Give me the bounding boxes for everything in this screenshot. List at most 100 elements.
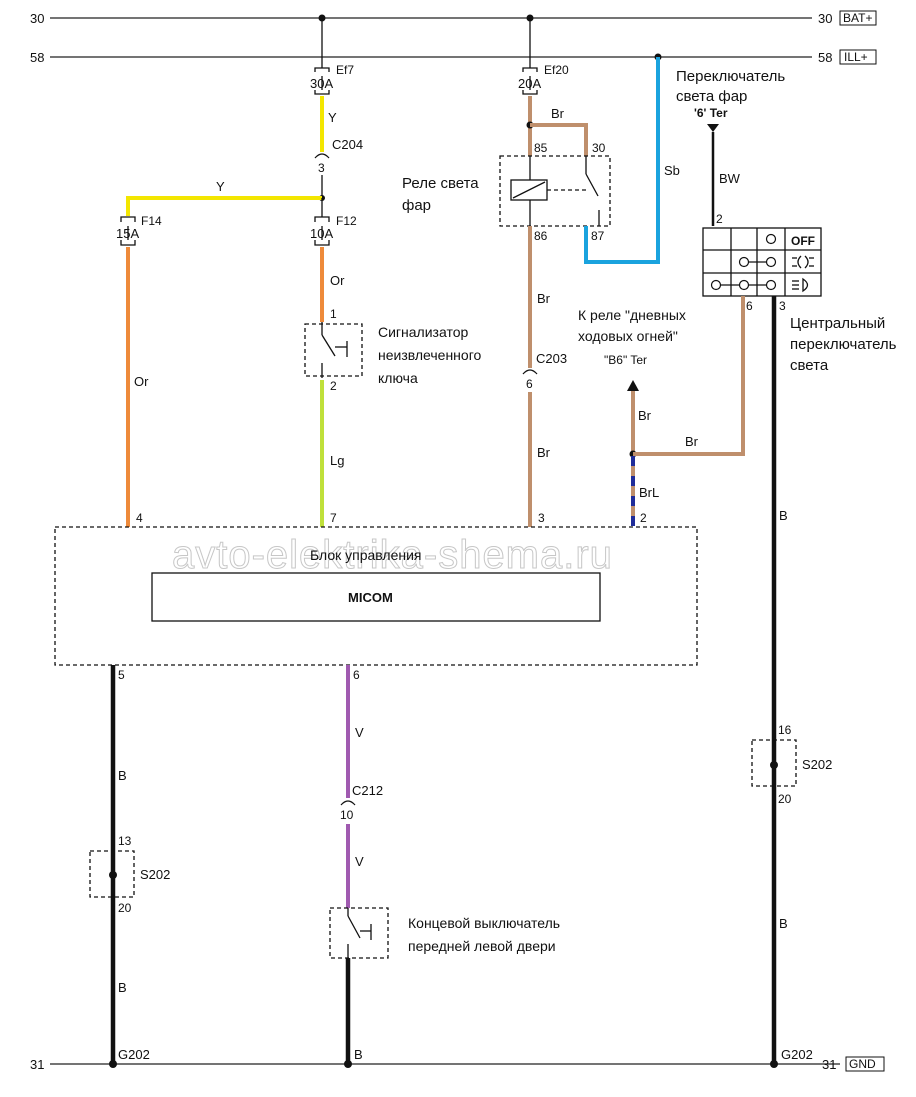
rail-30: 30 30 BAT+ — [30, 10, 877, 26]
cu-pin-3: 3 — [538, 511, 545, 525]
wire-label-b-left-2: B — [118, 980, 127, 995]
cu-pin-5: 5 — [118, 668, 125, 682]
relay-label-1: Реле света — [402, 175, 479, 192]
splice-left-label: S202 — [140, 867, 170, 882]
fuse-ef7-name: Ef7 — [336, 63, 354, 77]
key-reminder-switch: 1 2 Сигнализатор неизвлеченного ключа — [304, 307, 481, 393]
relay-pin-85: 85 — [534, 141, 548, 155]
connector-c204-pin: 3 — [318, 161, 325, 175]
connector-c212-pin: 10 — [340, 808, 354, 822]
wire-br-relay-30 — [530, 123, 588, 156]
junction-dot — [109, 1060, 117, 1068]
splice-s202-left: 13 20 S202 — [89, 834, 170, 915]
central-switch-pin-6: 6 — [746, 299, 753, 313]
cu-pin-6: 6 — [353, 668, 360, 682]
key-reminder-label-3: ключа — [378, 370, 418, 386]
relay-pin-86: 86 — [534, 229, 548, 243]
fuse-f12: F12 10A — [310, 198, 357, 246]
fuse-ef20-rating: 20A — [518, 76, 541, 91]
ground-left-label: G202 — [118, 1047, 150, 1062]
connector-c204: C204 3 — [314, 137, 363, 175]
fuse-f12-name: F12 — [336, 214, 357, 228]
key-reminder-label-2: неизвлеченного — [378, 347, 481, 363]
parking-light-icon — [792, 255, 814, 269]
central-switch-label-2: переключатель — [790, 336, 897, 353]
key-reminder-label-1: Сигнализатор — [378, 324, 468, 340]
splice-left-top-pin: 13 — [118, 834, 132, 848]
wire-label-b-right-2: B — [779, 916, 788, 931]
central-switch-pin-3: 3 — [779, 299, 786, 313]
rail-30-tag: BAT+ — [843, 11, 872, 25]
door-switch-label-1: Концевой выключатель — [408, 915, 560, 931]
wire-label-br-low: Br — [537, 445, 551, 460]
wire-label-y: Y — [328, 110, 337, 125]
fuse-f12-rating: 10A — [310, 226, 333, 241]
rail-58: 58 58 ILL+ — [30, 49, 877, 65]
cu-pin-4: 4 — [136, 511, 143, 525]
micom-label: MICOM — [348, 590, 393, 605]
connector-c204-label: C204 — [332, 137, 363, 152]
connector-c203-pin: 6 — [526, 377, 533, 391]
fuse-f14-name: F14 — [141, 214, 162, 228]
cu-pin-2: 2 — [640, 511, 647, 525]
headlight-switch-label-1: Переключатель — [676, 68, 785, 85]
fuse-ef7: Ef7 30A — [310, 18, 354, 95]
door-switch: Концевой выключатель передней левой двер… — [329, 907, 560, 959]
fuse-ef7-rating: 30A — [310, 76, 333, 91]
relay-pin-87: 87 — [591, 229, 605, 243]
connector-c203: C203 6 — [522, 351, 567, 391]
headlight-switch-pin: 2 — [716, 212, 723, 226]
wire-label-br-drl-up: Br — [638, 408, 652, 423]
wire-label-br-drl-h: Br — [685, 434, 699, 449]
relay-label-2: фар — [402, 197, 431, 214]
rail-58-left-label: 58 — [30, 50, 44, 65]
ground-right-label: G202 — [781, 1047, 813, 1062]
wire-label-brl: BrL — [639, 485, 659, 500]
wire-y-branch — [126, 196, 322, 216]
rail-31-left-label: 31 — [30, 1057, 44, 1072]
wire-label-v-1: V — [355, 725, 364, 740]
rail-58-right-label: 58 — [818, 50, 832, 65]
drl-term: "B6" Ter — [604, 353, 647, 367]
wire-label-or-f12: Or — [330, 273, 345, 288]
wire-label-y-branch: Y — [216, 179, 225, 194]
key-reminder-pin1: 1 — [330, 307, 337, 321]
central-light-switch: OFF 6 3 — [702, 227, 822, 313]
drl-label-1: К реле "дневных — [578, 307, 686, 323]
splice-s202-right: 16 20 S202 — [751, 723, 832, 806]
terminal-arrow-icon — [707, 124, 719, 132]
control-unit-label: Блок управления — [310, 547, 422, 563]
cu-pin-7: 7 — [330, 511, 337, 525]
fuse-ef20-name: Ef20 — [544, 63, 569, 77]
wire-label-or-left: Or — [134, 374, 149, 389]
headlight-relay: 85 30 86 87 Реле света фар — [402, 141, 611, 243]
fuse-f14-rating: 15A — [116, 226, 139, 241]
headlight-switch-term: '6' Ter — [694, 106, 728, 120]
wire-label-sb: Sb — [664, 163, 680, 178]
wire-label-bw: BW — [719, 171, 741, 186]
headlight-switch-label-2: света фар — [676, 88, 747, 105]
rail-31-tag: GND — [849, 1057, 876, 1071]
splice-right-top-pin: 16 — [778, 723, 792, 737]
fuse-f14: F14 15A — [116, 214, 162, 246]
wire-label-b-left-1: B — [118, 768, 127, 783]
rail-30-left-label: 30 — [30, 11, 44, 26]
rail-31: 31 31 GND — [30, 1056, 885, 1072]
fuse-ef20: Ef20 20A — [518, 18, 569, 95]
connector-c203-label: C203 — [536, 351, 567, 366]
door-switch-label-2: передней левой двери — [408, 938, 556, 954]
watermark: avto-elektrika-shema.ru — [172, 533, 613, 577]
splice-right-label: S202 — [802, 757, 832, 772]
drl-label-2: ходовых огней" — [578, 328, 678, 344]
wire-sb — [584, 57, 660, 264]
wire-label-lg: Lg — [330, 453, 344, 468]
wire-br-drl-h — [633, 296, 745, 456]
wire-label-br-mid: Br — [537, 291, 551, 306]
rail-30-right-label: 30 — [818, 11, 832, 26]
switch-off-label: OFF — [791, 234, 815, 248]
splice-left-bot-pin: 20 — [118, 901, 132, 915]
relay-pin-30: 30 — [592, 141, 606, 155]
control-unit: Блок управления MICOM 4 7 3 2 5 6 — [54, 511, 698, 682]
splice-right-bot-pin: 20 — [778, 792, 792, 806]
